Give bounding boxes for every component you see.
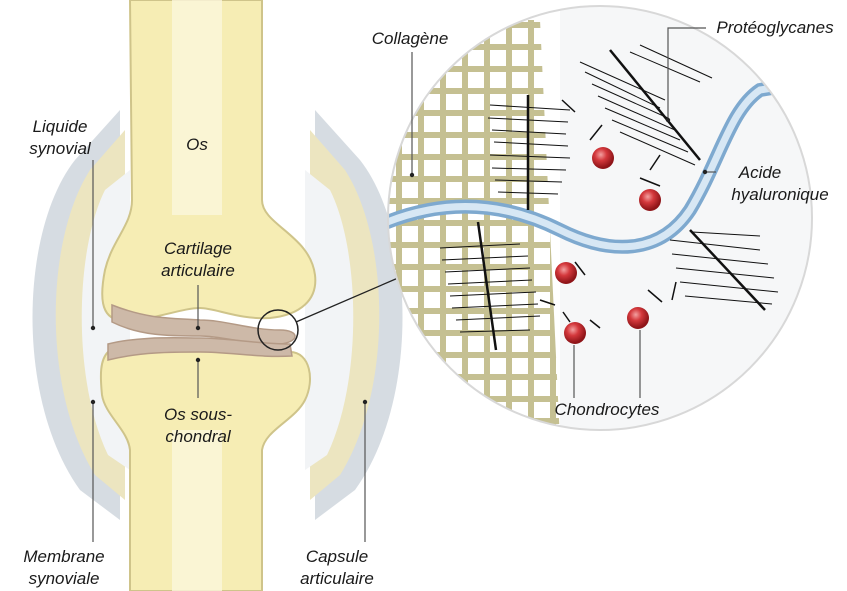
label-cartilage-articulaire-1: Cartilage xyxy=(164,239,232,258)
label-collagene: Collagène xyxy=(372,29,449,48)
label-liquide-synovial-2: synovial xyxy=(29,139,92,158)
label-os-sous-chondral-2: chondral xyxy=(165,427,231,446)
label-os-sous-chondral-1: Os sous- xyxy=(164,405,232,424)
label-liquide-synovial-1: Liquide xyxy=(33,117,88,136)
label-proteoglycanes: Protéoglycanes xyxy=(716,18,834,37)
label-os: Os xyxy=(186,135,208,154)
label-capsule-articulaire-1: Capsule xyxy=(306,547,368,566)
label-acide-hyaluronique-1: Acide xyxy=(738,163,782,182)
label-chondrocytes: Chondrocytes xyxy=(555,400,660,419)
collagen-fibers xyxy=(380,20,560,440)
zoom-detail xyxy=(380,0,820,440)
label-cartilage-articulaire-2: articulaire xyxy=(161,261,235,280)
label-membrane-synoviale-1: Membrane xyxy=(23,547,104,566)
label-membrane-synoviale-2: synoviale xyxy=(29,569,100,588)
label-capsule-articulaire-2: articulaire xyxy=(300,569,374,588)
label-acide-hyaluronique-2: hyaluronique xyxy=(731,185,828,204)
lower-bone xyxy=(101,346,310,591)
